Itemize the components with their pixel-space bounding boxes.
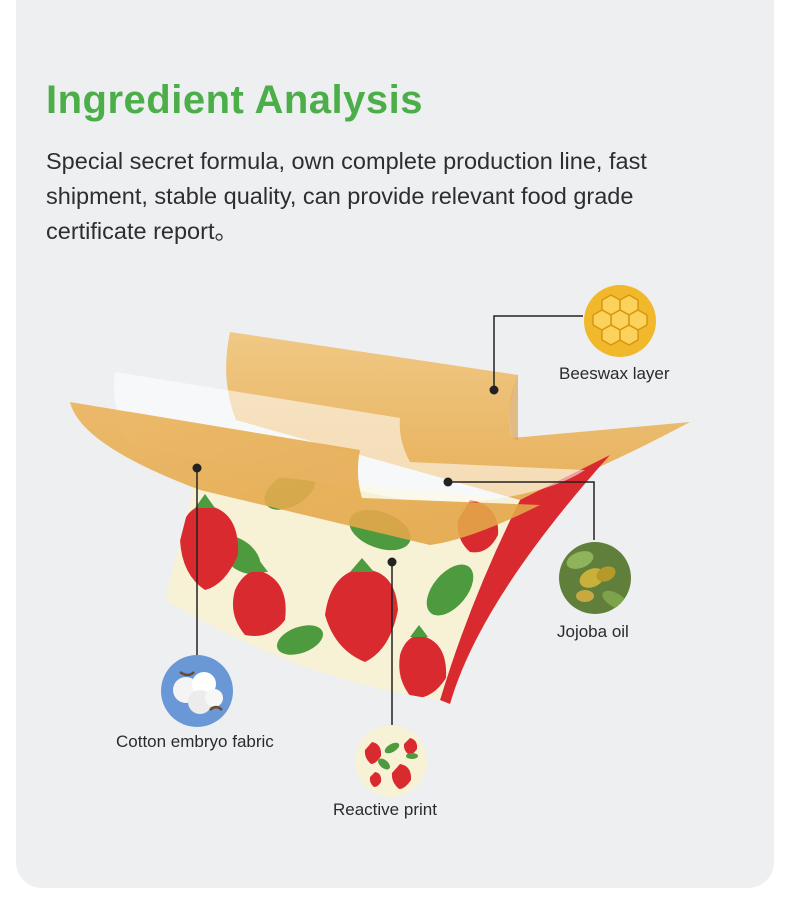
jojoba-oil-label: Jojoba oil xyxy=(557,622,629,641)
beeswax-sheet-front xyxy=(70,402,540,545)
jojoba-marker xyxy=(443,477,453,487)
beeswax-layer-label: Beeswax layer xyxy=(559,364,670,383)
jojoba-fruit-icon xyxy=(559,542,631,614)
cotton-boll-icon xyxy=(161,655,233,727)
reactive-print-label: Reactive print xyxy=(333,800,437,819)
page-title: Ingredient Analysis xyxy=(46,78,423,122)
page-description: Special secret formula, own complete pro… xyxy=(46,148,647,244)
connector-lines xyxy=(196,315,595,725)
cotton-marker xyxy=(192,463,202,473)
strawberry-print-icon xyxy=(355,725,427,797)
honeycomb-icon xyxy=(584,285,656,357)
beeswax-sheet-back xyxy=(226,332,690,500)
print-marker xyxy=(387,557,397,567)
beeswax-marker xyxy=(489,385,499,395)
jojoba-film xyxy=(114,372,585,505)
cotton-fabric-label: Cotton embryo fabric xyxy=(116,732,274,751)
